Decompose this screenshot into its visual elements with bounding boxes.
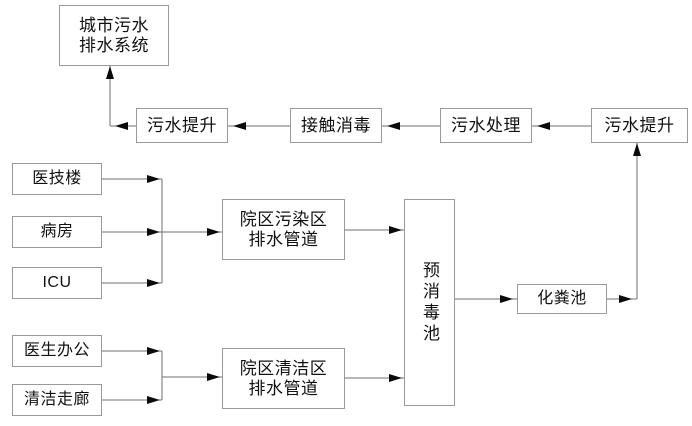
arrowhead-doctor-office-to-bus bbox=[147, 347, 160, 355]
arrowhead-clean-corridor-to-bus bbox=[147, 396, 160, 404]
node-pre-disinfect-pool[interactable]: 预消毒池 bbox=[404, 199, 455, 406]
node-city-sewer-label: 城市污水 排水系统 bbox=[79, 16, 149, 55]
arrowhead-medical-tech-to-bus bbox=[147, 175, 160, 183]
arrowhead-bus-to-polluted-pipe bbox=[207, 228, 220, 236]
node-lift-left[interactable]: 污水提升 bbox=[136, 108, 228, 143]
arrowhead-bus-to-clean-pipe bbox=[207, 373, 220, 381]
node-lift-right-label: 污水提升 bbox=[604, 115, 675, 135]
node-polluted-pipe-label: 院区污染区 排水管道 bbox=[239, 210, 328, 249]
arrowhead-polluted-pipe-to-pool bbox=[389, 226, 402, 234]
node-contact-disinfect-label: 接触消毒 bbox=[301, 115, 371, 135]
node-clean-corridor[interactable]: 清洁走廊 bbox=[12, 384, 102, 416]
node-icu[interactable]: ICU bbox=[12, 267, 102, 299]
node-sewage-treatment-label: 污水处理 bbox=[451, 115, 521, 135]
node-medical-tech[interactable]: 医技楼 bbox=[12, 163, 102, 195]
arrowhead-liftright-to-treatment bbox=[537, 122, 550, 130]
arrowhead-septic-to-riser bbox=[619, 295, 632, 303]
node-lift-right[interactable]: 污水提升 bbox=[591, 108, 688, 143]
node-septic-tank[interactable]: 化粪池 bbox=[517, 284, 607, 314]
arrowhead-riser-to-lift-right bbox=[633, 143, 641, 156]
arrowhead-ward-to-bus bbox=[147, 228, 160, 236]
arrowhead-clean-pipe-to-pool bbox=[389, 374, 402, 382]
node-septic-tank-label: 化粪池 bbox=[537, 290, 587, 308]
arrowhead-icu-to-bus bbox=[147, 279, 160, 287]
node-medical-tech-label: 医技楼 bbox=[32, 170, 82, 188]
node-ward-label: 病房 bbox=[40, 223, 74, 241]
arrowhead-treatment-to-contact bbox=[387, 122, 400, 130]
node-icu-label: ICU bbox=[42, 274, 72, 292]
node-sewage-treatment[interactable]: 污水处理 bbox=[440, 108, 532, 143]
node-pre-disinfect-pool-label: 预消毒池 bbox=[420, 260, 440, 345]
node-lift-left-label: 污水提升 bbox=[147, 115, 217, 135]
node-clean-corridor-label: 清洁走廊 bbox=[23, 391, 90, 409]
node-polluted-pipe[interactable]: 院区污染区 排水管道 bbox=[222, 199, 345, 260]
node-doctor-office[interactable]: 医生办公 bbox=[12, 335, 102, 367]
arrowhead-into-city-sewer bbox=[106, 66, 114, 79]
arrowhead-lift-left-to-city-sewer bbox=[115, 122, 128, 130]
node-city-sewer[interactable]: 城市污水 排水系统 bbox=[59, 5, 169, 66]
node-doctor-office-label: 医生办公 bbox=[23, 342, 90, 360]
arrowhead-contact-to-lift-left bbox=[233, 122, 246, 130]
node-contact-disinfect[interactable]: 接触消毒 bbox=[290, 108, 382, 143]
node-clean-pipe[interactable]: 院区清洁区 排水管道 bbox=[222, 348, 345, 409]
arrowhead-pool-to-septic bbox=[500, 295, 513, 303]
node-ward[interactable]: 病房 bbox=[12, 216, 102, 248]
node-clean-pipe-label: 院区清洁区 排水管道 bbox=[239, 359, 328, 398]
